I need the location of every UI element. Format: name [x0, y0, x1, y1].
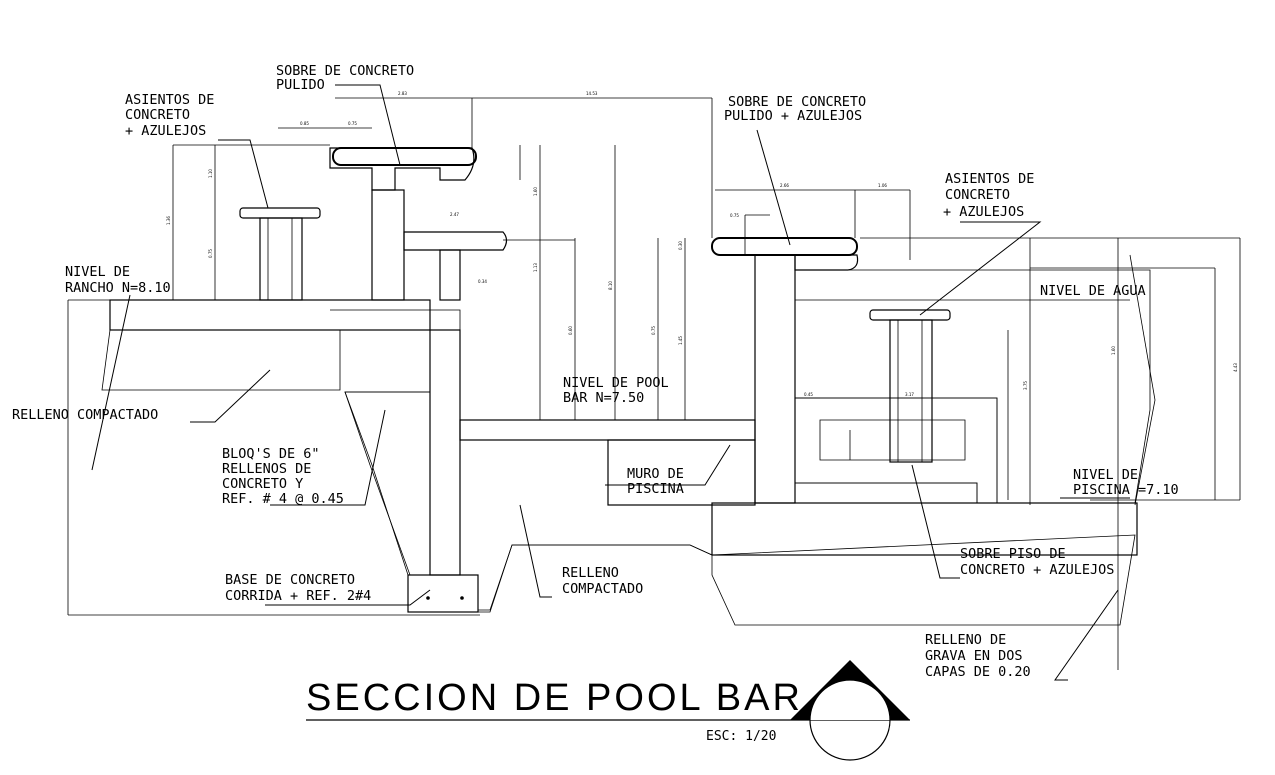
label-muro-2: PISCINA	[627, 481, 684, 497]
label-asientos-right-2: CONCRETO	[945, 187, 1010, 203]
label-nivel-piscina-2: PISCINA =7.10	[1073, 482, 1179, 498]
section-marker-icon	[790, 660, 910, 761]
pool-bar-slab	[459, 419, 756, 441]
bar-top-rounded	[332, 147, 477, 166]
label-nivel-agua: NIVEL DE AGUA	[1040, 283, 1146, 299]
label-asientos-right-1: ASIENTOS DE	[945, 171, 1034, 187]
label-base-2: CORRIDA + REF. 2#4	[225, 588, 371, 604]
bar-wall-column	[754, 254, 796, 504]
label-asientos-left-3: + AZULEJOS	[125, 123, 206, 139]
drawing-scale: ESC: 1/20	[706, 729, 776, 744]
label-base-1: BASE DE CONCRETO	[225, 572, 355, 588]
relleno-left-lower	[344, 391, 431, 576]
muro-piscina-block	[607, 439, 756, 506]
label-sobre-pulido-az-2: PULIDO + AZULEJOS	[724, 108, 862, 124]
seat-left-top	[239, 207, 321, 219]
label-nivel-pool-bar-1: NIVEL DE POOL	[563, 375, 669, 391]
label-relleno-compactado-left: RELLENO COMPACTADO	[12, 407, 158, 423]
dim-v4: 1.60	[533, 187, 538, 196]
dim-v5: 8.10	[608, 281, 613, 290]
bar-top-right	[711, 237, 858, 256]
bar-counter-mid	[403, 231, 508, 251]
seat-right-post	[889, 319, 933, 463]
bar-block-small	[439, 249, 461, 301]
label-sobre-piso-1: SOBRE PISO DE	[960, 546, 1066, 562]
dim-v12: 1.60	[1111, 346, 1116, 355]
dim-v7: 0.60	[568, 326, 573, 335]
dim-seat-b: 3.17	[905, 392, 914, 397]
relleno-grava-area	[711, 534, 1136, 626]
dim-v10: 0.75	[651, 326, 656, 335]
label-sobre-pulido-az-1: SOBRE DE CONCRETO	[728, 94, 866, 110]
dim-top-span-b: 14.53	[586, 91, 598, 96]
pool-right-edge	[1129, 254, 1156, 506]
label-relleno-grava-3: CAPAS DE 0.20	[925, 664, 1031, 680]
annotation-labels: SOBRE DE CONCRETO PULIDO ASIENTOS DE CON…	[12, 63, 1179, 680]
label-nivel-rancho-1: NIVEL DE	[65, 264, 130, 280]
relleno-left-main	[101, 329, 341, 391]
pool-floor-slab	[711, 502, 1138, 556]
label-relleno-center-2: COMPACTADO	[562, 581, 643, 597]
dim-bar-width: 2.47	[450, 212, 459, 217]
label-asientos-left-2: CONCRETO	[125, 107, 190, 123]
label-relleno-grava-1: RELLENO DE	[925, 632, 1006, 648]
dim-v9: 1.45	[678, 336, 683, 345]
bar-top-right-drop	[794, 254, 859, 271]
bar-top-left	[329, 147, 475, 191]
dim-right-small: 0.75	[730, 213, 739, 218]
label-asientos-right-3: + AZULEJOS	[943, 204, 1024, 220]
label-sobre-pulido-2: PULIDO	[276, 77, 325, 93]
label-muro-1: MURO DE	[627, 466, 684, 482]
dim-v8: 0.30	[678, 241, 683, 250]
rancho-slab-step	[330, 309, 461, 331]
dim-top-mid: 0.75	[348, 121, 357, 126]
label-bloqs-2: RELLENOS DE	[222, 461, 311, 477]
base-footing	[407, 574, 479, 613]
label-relleno-center-1: RELLENO	[562, 565, 619, 581]
label-relleno-grava-2: GRAVA EN DOS	[925, 648, 1023, 664]
label-nivel-pool-bar-2: BAR N=7.50	[563, 390, 644, 406]
label-nivel-rancho-2: RANCHO N=8.10	[65, 280, 171, 296]
rancho-slab	[109, 299, 431, 331]
bar-block-column	[371, 189, 405, 301]
dimension-lines	[67, 97, 1241, 670]
water-lower	[794, 397, 998, 504]
dimension-texts: 0.85 0.75 2.83 14.53 2.47 0.34 2.66 1.06…	[166, 91, 1238, 397]
dim-top-span-a: 2.83	[398, 91, 407, 96]
dim-top-left: 0.85	[300, 121, 309, 126]
water-inner-step	[819, 419, 966, 461]
label-bloqs-4: REF. # 4 @ 0.45	[222, 491, 344, 507]
label-sobre-piso-2: CONCRETO + AZULEJOS	[960, 562, 1114, 578]
dim-right-top-a: 2.66	[780, 183, 789, 188]
bloq-wall-left	[429, 329, 461, 576]
label-bloqs-3: CONCRETO Y	[222, 476, 303, 492]
dim-v6: 1.13	[533, 263, 538, 272]
leader-lines	[91, 84, 1130, 681]
dim-v3: 0.75	[208, 249, 213, 258]
water-area	[794, 254, 1156, 506]
footing	[407, 574, 479, 613]
pool-step-hatch	[794, 482, 978, 504]
dim-seat-a: 0.45	[804, 392, 813, 397]
dim-v1: 1.10	[208, 169, 213, 178]
block-walls	[371, 189, 461, 576]
label-asientos-left-1: ASIENTOS DE	[125, 92, 214, 108]
drawing-title: SECCION DE POOL BAR	[306, 677, 803, 719]
bar-counters	[329, 147, 859, 271]
label-bloqs-1: BLOQ'S DE 6"	[222, 446, 320, 462]
dim-v2: 1.36	[166, 216, 171, 225]
dim-ledge: 0.34	[478, 279, 487, 284]
dim-right-top-b: 1.06	[878, 183, 887, 188]
label-sobre-pulido-1: SOBRE DE CONCRETO	[276, 63, 414, 79]
seats	[239, 207, 951, 463]
seat-left-post	[259, 217, 303, 301]
dim-v13: 4.43	[1233, 363, 1238, 372]
seat-right-top	[869, 309, 951, 321]
title-block: SECCION DE POOL BAR ESC: 1/20	[306, 660, 910, 761]
dim-v11: 3.75	[1023, 381, 1028, 390]
label-nivel-piscina-1: NIVEL DE	[1073, 467, 1138, 483]
